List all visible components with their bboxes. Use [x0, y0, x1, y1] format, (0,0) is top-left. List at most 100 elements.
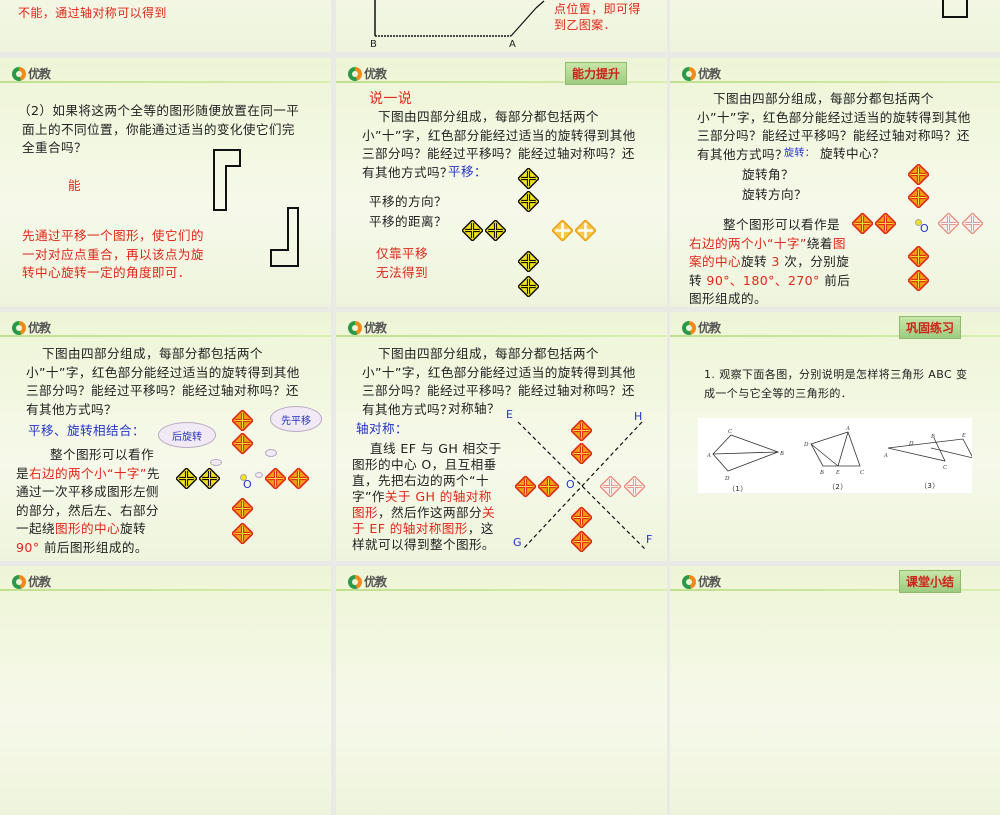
cross-icon [908, 246, 929, 267]
thought-bubble [265, 449, 277, 457]
slide-thumbnail-4[interactable]: 优教 （2）如果将这两个全等的图形随便放置在同一平面上的不同位置，你能通过适当的… [0, 58, 331, 307]
cross-icon [571, 420, 592, 441]
slide-thumbnail-7[interactable]: 优教 下图由四部分组成，每部分都包括两个小”十”字，红色部分能经过适当的旋转得到… [0, 312, 331, 561]
slide-thumbnail-8[interactable]: 优教 下图由四部分组成，每部分都包括两个小”十”字，红色部分能经过适当的旋转得到… [336, 312, 667, 561]
svg-text:D: D [908, 441, 914, 447]
heading: 说一说 [369, 91, 413, 107]
svg-text:A: A [845, 426, 850, 432]
logo: 优教 [12, 319, 51, 336]
svg-text:C: C [860, 470, 865, 476]
center-label: O [920, 222, 929, 235]
slide-thumbnail-10[interactable]: 优教 [0, 566, 331, 815]
logo: 优教 [348, 573, 387, 590]
point-f: F [646, 533, 653, 546]
point-label-b: B [370, 39, 378, 50]
logo: 优教 [12, 573, 51, 590]
combo-label: 平移、旋转相结合： [28, 423, 145, 438]
explanation-text: 整个图形可以看作是右边的两个小“十字”先通过一次平移成图形左侧的部分，然后左、右… [16, 447, 160, 555]
point-g: G [513, 536, 522, 549]
cross-icon [908, 270, 929, 291]
cross-icon [624, 476, 645, 497]
logo: 优教 [682, 319, 721, 336]
slide-thumbnail-11[interactable]: 优教 [336, 566, 667, 815]
cross-icon [908, 187, 929, 208]
cross-icon [232, 498, 253, 519]
point-label-a: A [509, 39, 517, 50]
question-text: 下图由四部分组成，每部分都包括两个小”十”字，红色部分能经过适当的旋转得到其他三… [26, 346, 300, 417]
question-text: 下图由四部分组成，每部分都包括两个小”十”字，红色部分能经过适当的旋转得到其他三… [362, 346, 636, 417]
cross-icon [232, 410, 253, 431]
svg-text:D: D [803, 442, 809, 448]
slide-thumbnail-2[interactable]: B A 点位置，即可得到乙图案． [336, 0, 667, 52]
explanation-text: 先通过平移一个图形，使它们的一对对应点重合，再以该点为旋转中心旋转一定的角度即可… [22, 228, 204, 280]
cross-icon [518, 168, 539, 189]
cross-icon [515, 476, 536, 497]
cross-icon [232, 523, 253, 544]
explanation-text: 整个图形可以看作是右边的两个小“十字”绕着图案的中心旋转 3 次，分别旋转 90… [689, 217, 851, 306]
section-badge: 能力提升 [564, 62, 627, 85]
cloud-callout: 后旋转 [158, 422, 216, 448]
question-angle: 旋转角？ [742, 167, 794, 182]
cross-icon [852, 213, 873, 234]
question-distance: 平移的距离？ [369, 214, 447, 229]
center-label: O [243, 478, 252, 491]
point-h: H [634, 410, 643, 423]
conclusion-text: 仅靠平移无法得到 [376, 246, 428, 280]
cross-icon [552, 220, 573, 241]
cross-icon [875, 213, 896, 234]
logo: 优教 [12, 65, 51, 82]
translate-label: 平移： [448, 164, 487, 179]
cross-icon [518, 251, 539, 272]
l-shapes [213, 149, 299, 267]
center-dot [240, 474, 247, 481]
question-direction: 旋转方向？ [742, 187, 807, 202]
svg-text:B: B [780, 451, 784, 457]
axis-label: 轴对称： [356, 421, 408, 436]
slide-thumbnail-1[interactable]: 不能，通过轴对称可以得到 [0, 0, 331, 52]
answer-text: 能 [68, 178, 81, 193]
svg-text:E: E [835, 470, 840, 476]
cross-icon [962, 213, 983, 234]
cross-icon [199, 468, 220, 489]
svg-text:A: A [883, 453, 888, 459]
thought-bubble [255, 472, 263, 478]
question-direction: 平移的方向？ [369, 194, 447, 209]
figure-label: （1） [728, 485, 748, 493]
cross-icon [485, 220, 506, 241]
section-badge: 课堂小结 [898, 570, 961, 593]
figure-drawing [374, 0, 545, 37]
svg-text:E: E [961, 433, 966, 439]
svg-text:F: F [971, 460, 972, 466]
point-o: O [566, 478, 575, 491]
cross-icon [938, 213, 959, 234]
slide-thumbnail-12[interactable]: 优教 课堂小结 [670, 566, 1000, 815]
cross-icon [288, 468, 309, 489]
svg-text:D: D [724, 476, 730, 482]
slide-thumbnail-3[interactable] [670, 0, 1000, 52]
figure-label: （2） [828, 483, 848, 491]
cross-icon [908, 164, 929, 185]
slide-thumbnail-6[interactable]: 优教 下图由四部分组成，每部分都包括两个小”十”字，红色部分能经过适当的旋转得到… [670, 58, 1000, 307]
slide-text: 点位置，即可得到乙图案． [554, 1, 641, 33]
logo: 优教 [682, 573, 721, 590]
cross-icon [600, 476, 621, 497]
svg-text:A: A [706, 453, 711, 459]
question-text: 下图由四部分组成，每部分都包括两个小”十”字，红色部分能经过适当的旋转得到其他三… [697, 91, 971, 162]
center-dot [915, 219, 922, 226]
logo: 优教 [348, 65, 387, 82]
cross-icon [176, 468, 197, 489]
point-e: E [506, 408, 513, 421]
cross-icon [571, 531, 592, 552]
slide-thumbnail-5[interactable]: 优教能力提升 说一说 下图由四部分组成，每部分都包括两个小”十”字，红色部分能经… [336, 58, 667, 307]
explanation-text: 直线 EF 与 GH 相交于图形的中心 O，且互相垂直，先把右边的两个“十字”作… [352, 441, 502, 552]
slide-thumbnail-9[interactable]: 优教巩固练习 1. 观察下面各图，分别说明是怎样将三角形 ABC 变成一个与它全… [670, 312, 1000, 561]
svg-text:C: C [943, 465, 948, 471]
svg-text:C: C [728, 429, 733, 435]
cloud-callout: 先平移 [270, 406, 322, 432]
rotate-label: 旋转： [784, 148, 816, 159]
cross-icon [571, 507, 592, 528]
slide-text-line: 点位置，即可得 [554, 2, 641, 16]
cross-icon [518, 191, 539, 212]
question-center: 旋转中心？ [820, 146, 885, 161]
